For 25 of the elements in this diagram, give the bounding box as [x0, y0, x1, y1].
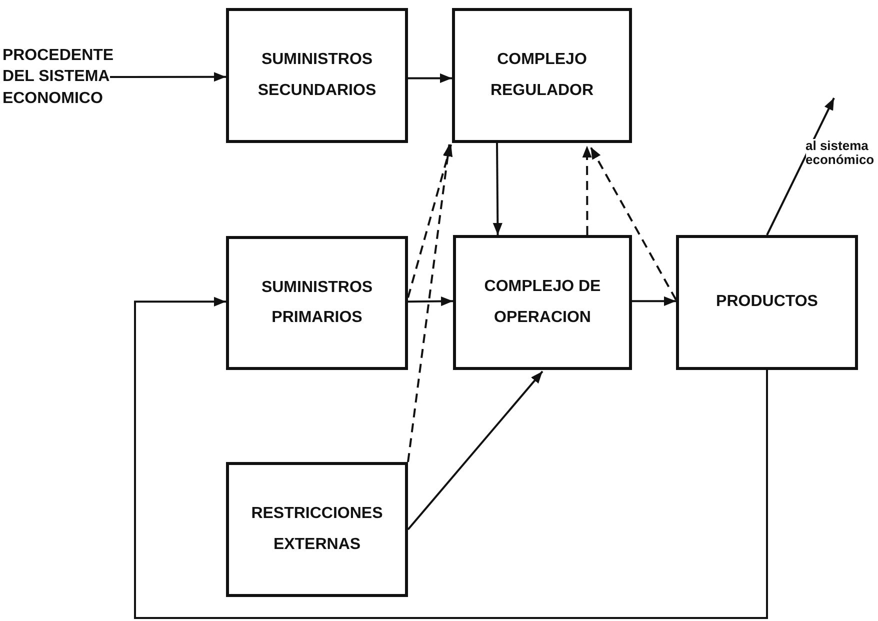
process-box	[676, 235, 858, 370]
dashed-arrow	[407, 144, 453, 462]
process-box	[226, 8, 408, 143]
arrow	[408, 73, 452, 83]
dashed-arrow	[407, 144, 452, 298]
box-label: SUMINISTROS SECUNDARIOS	[256, 50, 378, 100]
process-box	[452, 8, 632, 143]
process-box	[226, 236, 408, 370]
box-label: PRODUCTOS	[715, 292, 819, 312]
dashed-arrow	[590, 146, 677, 300]
box-label: COMPLEJO DE OPERACION	[483, 277, 602, 328]
arrow	[408, 296, 454, 306]
arrow	[110, 72, 226, 82]
source-label: PROCEDENTE DEL SISTEMA ECONOMICO	[2, 46, 114, 109]
arrow	[407, 370, 544, 530]
arrow	[632, 296, 676, 306]
arrow	[766, 98, 835, 236]
process-box	[453, 235, 632, 370]
box-label: COMPLEJO REGULADOR	[489, 50, 595, 100]
dashed-arrow	[582, 146, 592, 235]
box-label: SUMINISTROS PRIMARIOS	[260, 278, 374, 328]
box-label: RESTRICCIONES EXTERNAS	[250, 504, 384, 554]
arrow	[492, 143, 502, 235]
process-box	[226, 462, 408, 597]
arrow	[134, 296, 768, 619]
